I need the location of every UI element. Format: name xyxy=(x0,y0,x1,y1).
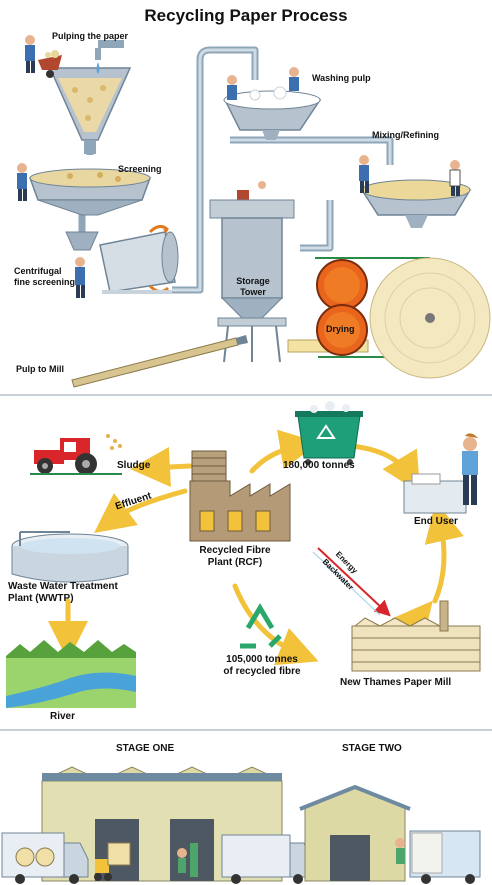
truck-middle-icon xyxy=(177,834,311,884)
workers-washing-icon xyxy=(227,67,299,100)
label-centrifugal-line2: fine screening xyxy=(14,277,76,287)
page-title: Recycling Paper Process xyxy=(144,6,348,25)
label-mixing: Mixing/Refining xyxy=(372,130,439,140)
pulp-conveyor xyxy=(71,335,248,388)
recycle-bin-icon xyxy=(295,401,363,465)
label-wwtp-line1: Waste Water Treatment xyxy=(8,581,118,592)
stages-illustration xyxy=(1,766,481,884)
pulping-hopper xyxy=(48,40,132,154)
label-pulping: Pulping the paper xyxy=(52,31,129,41)
mixing-tank xyxy=(360,179,472,228)
label-pulp-to-mill: Pulp to Mill xyxy=(16,364,64,374)
label-105000-line2: of recycled fibre xyxy=(223,666,301,677)
label-paper-mill: New Thames Paper Mill xyxy=(340,677,452,688)
label-rcf-line2: Plant (RCF) xyxy=(207,557,263,568)
drying-section xyxy=(287,257,491,379)
river-scene xyxy=(6,640,136,708)
label-105000-line1: 105,000 tonnes xyxy=(226,654,298,665)
worker-centrifugal-icon xyxy=(75,257,85,298)
label-river: River xyxy=(50,711,76,722)
label-stage-one: STAGE ONE xyxy=(116,743,175,754)
cycle-panel: Sludge Effluent 180,000 tonnes End User … xyxy=(0,396,492,729)
stages-panel: STAGE ONE STAGE TWO xyxy=(0,731,492,885)
end-user-icon xyxy=(403,433,478,514)
label-screening: Screening xyxy=(118,164,162,174)
separator-2 xyxy=(0,729,492,731)
wwtp-tank xyxy=(11,531,129,583)
worker-wheelbarrow-icon xyxy=(25,35,62,78)
label-drying: Drying xyxy=(326,324,355,334)
stage-two-warehouse xyxy=(299,784,411,882)
process-illustration xyxy=(17,35,491,388)
label-centrifugal: Centrifugal fine screening xyxy=(14,266,75,288)
truck-right-icon xyxy=(395,830,481,884)
label-105000-tonnes: 105,000 tonnes of recycled fibre xyxy=(212,654,312,678)
label-rcf: Recycled Fibre Plant (RCF) xyxy=(180,545,290,569)
label-end-user: End User xyxy=(414,516,458,527)
worker-screening-icon xyxy=(17,163,27,201)
label-storage-line1: Storage xyxy=(236,276,270,286)
label-180000-tonnes: 180,000 tonnes xyxy=(283,460,355,471)
forklift-icon xyxy=(94,842,131,881)
label-storage-tower: Storage Tower xyxy=(233,276,273,298)
paper-mill xyxy=(351,600,481,672)
workers-mixing-icon xyxy=(359,155,461,196)
separator-1 xyxy=(0,394,492,396)
label-sludge: Sludge xyxy=(117,460,151,471)
label-washing: Washing pulp xyxy=(312,73,371,83)
rcf-factory xyxy=(189,450,291,542)
label-wwtp: Waste Water Treatment Plant (WWTP) xyxy=(8,581,118,605)
recycle-symbol-icon xyxy=(240,603,282,649)
cycle-illustration xyxy=(6,401,481,708)
label-centrifugal-line1: Centrifugal xyxy=(14,266,62,276)
screening-tank xyxy=(28,168,152,216)
label-rcf-line1: Recycled Fibre xyxy=(199,545,271,556)
washing-tank xyxy=(223,86,322,140)
label-stage-two: STAGE TWO xyxy=(342,743,402,754)
process-panel: Recycling Paper Process Pulping the pape… xyxy=(0,0,492,393)
centrifugal-drum xyxy=(65,225,179,294)
tractor-icon xyxy=(30,434,122,475)
truck-left-icon xyxy=(1,832,89,884)
label-wwtp-line2: Plant (WWTP) xyxy=(8,593,74,604)
label-storage-line2: Tower xyxy=(240,287,266,297)
storage-tower xyxy=(209,181,295,363)
